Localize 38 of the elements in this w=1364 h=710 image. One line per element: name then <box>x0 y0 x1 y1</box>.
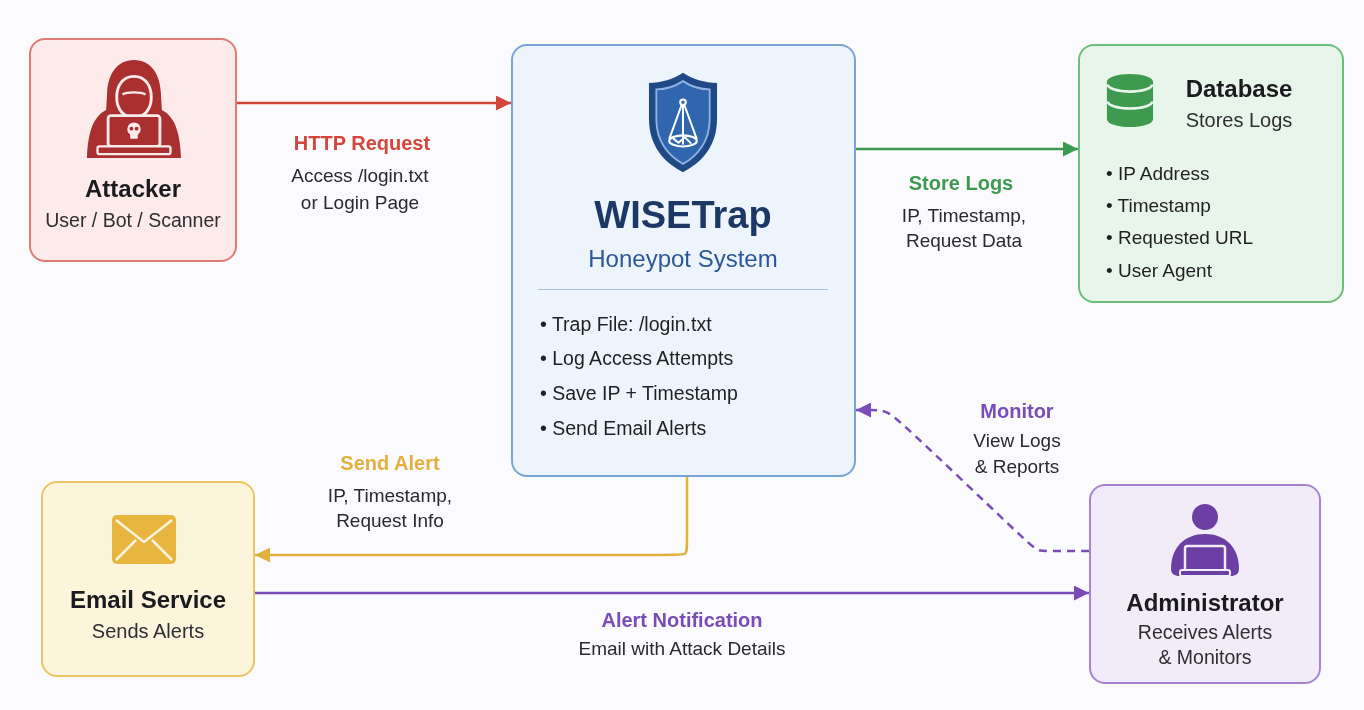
arrow <box>255 477 689 563</box>
bullet-item: • Trap File: /login.txt <box>540 312 712 336</box>
component-card <box>41 481 255 677</box>
edge-label: HTTP Request <box>293 131 431 155</box>
bullet-item: • Log Access Attempts <box>540 347 734 371</box>
component-card <box>511 44 856 477</box>
bullet-item: • Requested URL <box>1106 226 1254 250</box>
edge-label: Send Alert <box>340 451 440 475</box>
edge-label: Monitor <box>980 399 1054 423</box>
edge-note: IP, Timestamp, Request Info <box>326 483 454 533</box>
arrow <box>255 585 1089 601</box>
component-card <box>29 38 237 262</box>
arrow <box>856 141 1078 157</box>
component-card <box>1078 44 1344 303</box>
node-title: Attacker <box>85 173 181 203</box>
edge-label: Alert Notification <box>601 608 763 632</box>
node-subtitle: Stores Logs <box>1185 108 1293 132</box>
node-title: Administrator <box>1126 587 1284 617</box>
edge-note: Email with Attack Details <box>578 637 786 661</box>
node-subtitle: User / Bot / Scanner <box>45 208 221 232</box>
bullet-item: • Save IP + Timestamp <box>540 381 738 405</box>
dashed-arrow <box>856 402 1089 553</box>
edge-note: IP, Timestamp, Request Data <box>900 203 1028 253</box>
node-subtitle: Sends Alerts <box>91 619 205 643</box>
bullet-item: • User Agent <box>1106 258 1212 282</box>
bullet-item: • Timestamp <box>1106 193 1211 217</box>
node-title: Email Service <box>69 584 227 614</box>
bullet-item: • IP Address <box>1106 161 1210 185</box>
node-title: WISETrap <box>594 193 772 238</box>
node-subtitle: Receives Alerts & Monitors <box>1136 619 1274 670</box>
edge-note: Access /login.txt or Login Page <box>290 163 430 215</box>
node-subtitle: Honeypot System <box>588 243 778 273</box>
edge-label: Store Logs <box>908 171 1014 195</box>
component-card <box>1089 484 1321 684</box>
edge-note: View Logs & Reports <box>972 429 1062 479</box>
node-title: Database <box>1185 73 1293 103</box>
bullet-item: • Send Email Alerts <box>540 416 707 440</box>
arrow <box>237 95 511 111</box>
